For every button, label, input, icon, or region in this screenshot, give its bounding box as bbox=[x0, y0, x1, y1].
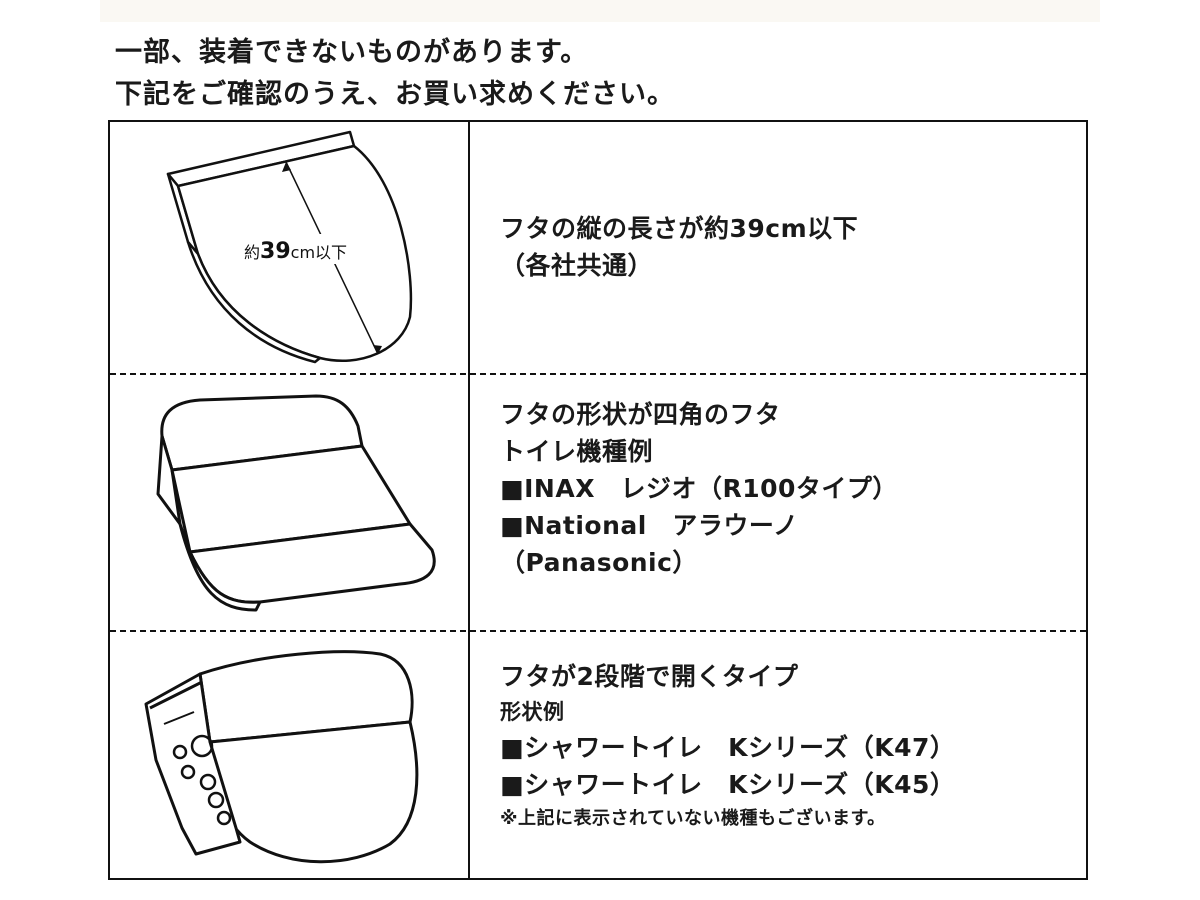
desc-line: ■シャワートイレ Kシリーズ（K47） bbox=[500, 733, 956, 762]
table-row-length: 約39cm以下 フタの縦の長さが約39cm以下 （各社共通） bbox=[110, 122, 1086, 374]
table-row-square-lid: フタの形状が四角のフタ トイレ機種例 ■INAX レジオ（R100タイプ） ■N… bbox=[110, 374, 1086, 632]
square-lid-toilet-seat-icon bbox=[110, 374, 468, 632]
svg-text:約39cm以下: 約39cm以下 bbox=[244, 239, 347, 264]
row-description: フタが2段階で開くタイプ 形状例 ■シャワートイレ Kシリーズ（K47） ■シャ… bbox=[500, 658, 955, 835]
length-label-suffix: cm以下 bbox=[291, 243, 347, 262]
length-label-number: 39 bbox=[260, 239, 291, 264]
row-description: フタの縦の長さが約39cm以下 （各社共通） bbox=[500, 210, 858, 284]
desc-line: 形状例 bbox=[500, 700, 565, 724]
notice-line-2: 下記をご確認のうえ、お買い求めください。 bbox=[115, 79, 675, 110]
notice-header: 一部、装着できないものがあります。 下記をご確認のうえ、お買い求めください。 bbox=[115, 32, 675, 116]
desc-line: ■シャワートイレ Kシリーズ（K45） bbox=[500, 770, 956, 799]
dashed-divider bbox=[110, 373, 1086, 375]
length-label-prefix: 約 bbox=[244, 243, 260, 262]
notice-line-1: 一部、装着できないものがあります。 bbox=[115, 37, 589, 68]
desc-note: ※上記に表示されていない機種もございます。 bbox=[500, 808, 886, 829]
table-row-two-stage: フタが2段階で開くタイプ 形状例 ■シャワートイレ Kシリーズ（K47） ■シャ… bbox=[110, 632, 1086, 880]
desc-line: フタの縦の長さが約39cm以下 bbox=[500, 214, 859, 243]
compatibility-table: 約39cm以下 フタの縦の長さが約39cm以下 （各社共通） フタの形 bbox=[108, 120, 1088, 880]
dashed-divider bbox=[110, 630, 1086, 632]
desc-line: トイレ機種例 bbox=[500, 437, 654, 466]
toilet-lid-length-icon: 約39cm以下 bbox=[110, 122, 468, 374]
desc-line: ■INAX レジオ（R100タイプ） bbox=[500, 474, 898, 503]
desc-line: フタの形状が四角のフタ bbox=[500, 400, 781, 429]
two-stage-lid-toilet-seat-icon bbox=[110, 632, 468, 880]
desc-line: （Panasonic） bbox=[500, 548, 698, 577]
desc-line: （各社共通） bbox=[500, 251, 654, 280]
row-description: フタの形状が四角のフタ トイレ機種例 ■INAX レジオ（R100タイプ） ■N… bbox=[500, 396, 898, 581]
desc-line: ■National アラウーノ bbox=[500, 511, 799, 540]
column-divider bbox=[468, 122, 470, 878]
top-band bbox=[100, 0, 1100, 22]
desc-line: フタが2段階で開くタイプ bbox=[500, 662, 799, 691]
